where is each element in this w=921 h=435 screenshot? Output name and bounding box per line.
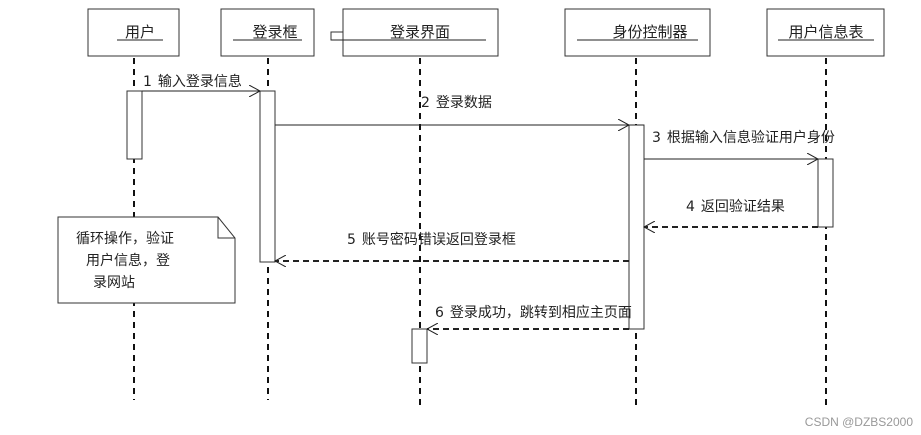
activation-login-ui (411, 328, 428, 364)
participant-label: 登录框 (252, 23, 297, 41)
participant-user[interactable]: 用户 (87, 8, 180, 57)
note-line: 用户信息，登 (86, 252, 170, 269)
watermark: CSDN @DZBS2000 (804, 415, 913, 429)
boundary-icon (330, 31, 344, 41)
note-line: 循环操作，验证 (76, 231, 174, 247)
note-line: 录网站 (93, 275, 135, 291)
participant-login-ui[interactable]: 登录界面 (330, 8, 499, 57)
note: 循环操作，验证 用户信息，登 录网站 (57, 216, 236, 304)
participant-login-box[interactable]: 登录框 (220, 8, 315, 57)
participant-label: 身份控制器 (612, 23, 687, 41)
activation-login-box (259, 90, 276, 263)
participant-label: 登录界面 (390, 23, 450, 41)
participant-user-table[interactable]: 用户信息表 (766, 8, 885, 57)
participant-auth-ctrl[interactable]: 身份控制器 (564, 8, 711, 57)
activation-user-table (817, 158, 834, 228)
activation-user (126, 90, 143, 160)
activation-auth-ctrl (628, 124, 645, 330)
participant-label: 用户 (125, 23, 155, 41)
participant-label: 用户信息表 (788, 23, 863, 41)
